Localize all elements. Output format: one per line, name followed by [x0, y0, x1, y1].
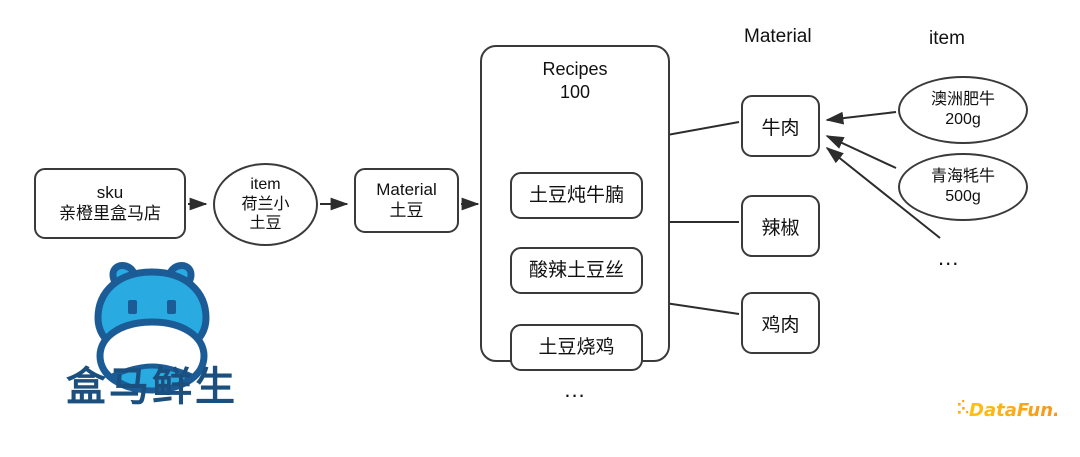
datafun-watermark: DataFun. [957, 394, 1057, 424]
item-more-ellipsis: ... [938, 245, 960, 270]
datafun-logo-icon: DataFun. [958, 400, 1057, 421]
material-column-header: Material [744, 26, 812, 47]
hema-wordmark: 盒马鲜生 [66, 364, 238, 410]
node-item-value-line1: 荷兰小 [241, 195, 290, 213]
node-sku-value: 亲橙里盒马店 [59, 203, 161, 223]
recipes-container[interactable]: Recipes 100 土豆炖牛腩 酸辣土豆丝 土豆烧鸡 ... [480, 45, 670, 402]
node-material-value: 土豆 [389, 200, 424, 220]
node-material[interactable]: Material 土豆 [354, 168, 459, 233]
item-node-detail[interactable]: 青海牦牛 500g [898, 153, 1028, 221]
datafun-text: DataFun. [969, 400, 1057, 421]
item-column-header: item [929, 28, 965, 49]
recipe-item[interactable]: 土豆烧鸡 [510, 324, 643, 371]
node-sku-title: sku [96, 182, 124, 202]
arrow-item-0-to-beef [825, 111, 897, 125]
recipe-item[interactable]: 酸辣土豆丝 [510, 247, 643, 294]
material-item[interactable]: 辣椒 [741, 195, 820, 257]
item-name: 青海牦牛 [930, 167, 995, 185]
recipes-title: Recipes 100 [542, 58, 607, 103]
arrow-item-1-to-beef [825, 135, 897, 169]
node-item-value-line2: 土豆 [249, 215, 282, 233]
node-item-title: item [250, 176, 281, 194]
item-weight: 200g [945, 111, 981, 128]
recipes-title-label: Recipes [542, 59, 608, 79]
item-node-detail[interactable]: 澳洲肥牛 200g [898, 76, 1028, 144]
material-item[interactable]: 鸡肉 [741, 292, 820, 354]
item-weight: 500g [945, 188, 981, 205]
recipes-more-ellipsis: ... [564, 377, 586, 402]
recipes-count: 100 [559, 81, 591, 102]
node-material-title: Material [376, 179, 437, 199]
node-item[interactable]: item 荷兰小 土豆 [213, 163, 318, 246]
hema-fresh-logo: 盒马鲜生 [52, 258, 252, 410]
node-sku[interactable]: sku 亲橙里盒马店 [34, 168, 186, 239]
recipe-item[interactable]: 土豆炖牛腩 [510, 172, 643, 219]
item-name: 澳洲肥牛 [930, 90, 995, 108]
material-item[interactable]: 牛肉 [741, 95, 820, 157]
